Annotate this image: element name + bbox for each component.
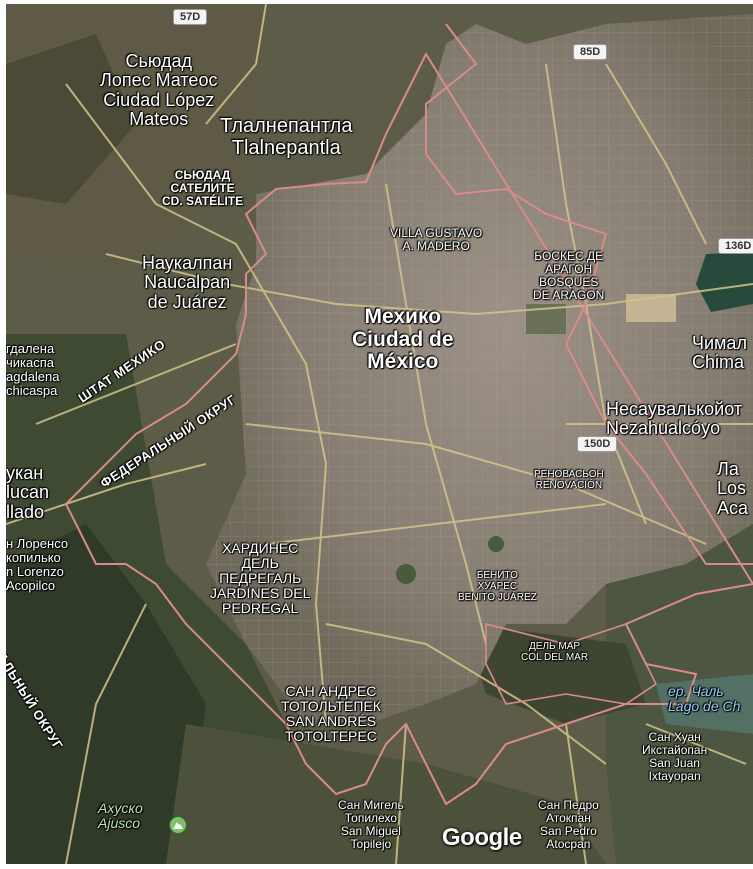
label-ajusco: Ахуско Ajusco	[98, 800, 143, 832]
label-magdalena-chichicaspa: гдалена чикаспа agdalena chicaspa	[6, 341, 60, 399]
label-col-del-mar: ДЕЛЬ МАР COL DEL MAR	[521, 641, 589, 663]
lake-east	[696, 252, 753, 312]
road-shield-136d: 136D	[718, 238, 753, 254]
label-tlalnepantla: Тлалнепантла Tlalnepantla	[220, 115, 353, 159]
label-nezahualcoyotl: Несаувалькойот Nezahualcóyo	[606, 399, 743, 439]
road-shield-150d: 150D	[577, 436, 618, 452]
label-bosques-aragon: БОСКЕС ДЕ АРАГОН BOSQUES DE ARAGON	[533, 249, 605, 302]
lago-chalco-water	[656, 674, 753, 734]
google-logo: Google	[442, 824, 522, 851]
road-network	[6, 4, 753, 864]
mountain-icon[interactable]	[169, 816, 187, 834]
label-san-andres-totoltepec: САН АНДРЕС ТОТОЛЬТЕПЕК SAN ANDRÉS TOTOLT…	[281, 683, 381, 745]
label-gustavo-madero: VILLA GUSTAVO A. MADERO	[390, 226, 483, 253]
road-shield-85d: 85D	[573, 44, 608, 60]
state-boundary	[64, 23, 753, 806]
label-san-lorenzo-acopilco: н Лоренсо копилько n Lorenzo Acopilco	[6, 536, 69, 594]
label-san-pedro-atocpan: Сан Педро Атокпан San Pedro Atocpan	[538, 798, 599, 851]
label-ciudad-de-mexico: Мехико Ciudad de México	[352, 305, 454, 374]
map-viewport[interactable]: 57D 85D 136D 150D Сьюдад Лопес Матеос Ci…	[6, 4, 753, 864]
satellite-imagery	[6, 4, 753, 864]
road-shield-57d: 57D	[173, 9, 208, 25]
label-los-reyes-acaquilpan: Ла Los Aca	[717, 459, 749, 518]
label-satelite: СЬЮДАД САТЕЛИТЕ CD. SATÉLITE	[162, 168, 244, 208]
label-san-juan-ixtayopan: Сан Хуан Икстайопан San Juan Ixtayopan	[642, 730, 708, 783]
label-jardines-del-pedregal: ХАРДИНЕС ДЕЛЬ ПЕДРЕГАЛЬ JARDINES DEL PED…	[210, 540, 311, 617]
label-benito-juarez: БЕНИТО ХУАРЕС BENITO JUÁREZ	[458, 570, 537, 603]
label-chimalhuacan: Чимал Chima	[692, 333, 747, 373]
label-san-miguel-topilejo: Сан Мигель Топилехо San Miguel Topilejo	[338, 798, 404, 851]
label-renovacion: РЕНОВАСЬОН RENOVACIÓN	[534, 469, 604, 491]
label-naucalpan: Наукалпан Naucalpan de Juárez	[142, 253, 233, 312]
label-ciudad-lopez-mateos: Сьюдад Лопес Матеос Ciudad López Mateos	[100, 51, 218, 130]
label-huixquilucan: укан lucan llado	[6, 463, 50, 522]
label-lago-de-chalco: ер. Чаль Lago de Ch	[668, 683, 741, 715]
